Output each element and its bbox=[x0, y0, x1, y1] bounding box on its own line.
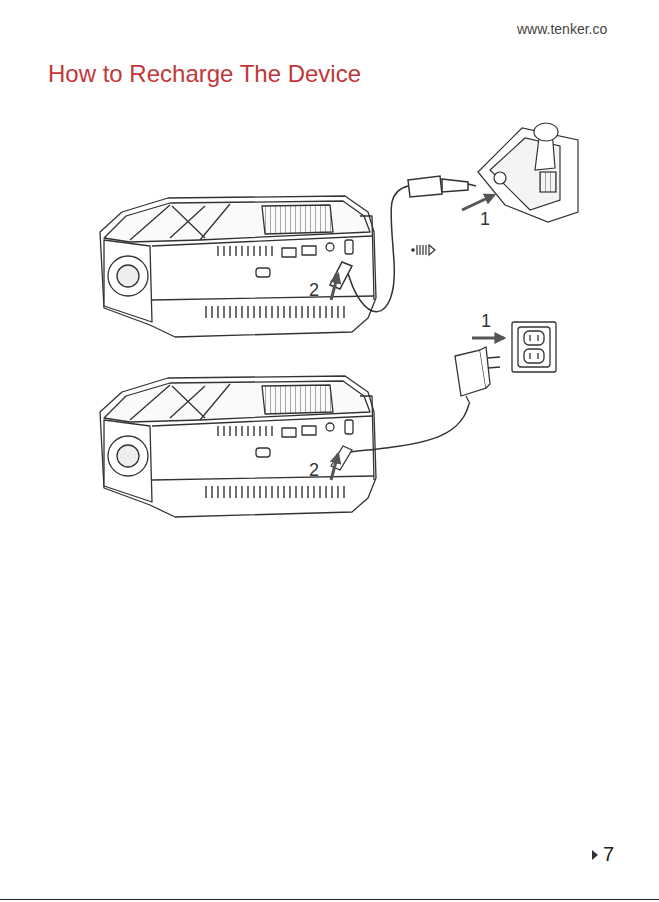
wall-outlet bbox=[512, 322, 556, 372]
car-console bbox=[478, 123, 578, 222]
callout-number: 2 bbox=[309, 280, 319, 301]
website-url: www.tenker.co bbox=[517, 21, 607, 37]
callout-number: 2 bbox=[309, 460, 319, 481]
jump-starter bbox=[100, 196, 376, 337]
bottom-rule bbox=[0, 899, 659, 900]
callout-number: 1 bbox=[480, 209, 490, 230]
charging-symbol bbox=[412, 245, 435, 255]
page-number: 7 bbox=[603, 843, 614, 866]
car-charger-cable bbox=[330, 176, 476, 312]
page-title: How to Recharge The Device bbox=[48, 60, 361, 88]
step-arrow bbox=[331, 195, 504, 480]
page-marker bbox=[592, 850, 598, 860]
wall-adapter bbox=[331, 347, 500, 470]
callout-number: 1 bbox=[481, 311, 491, 332]
jump-starter bbox=[100, 376, 376, 517]
